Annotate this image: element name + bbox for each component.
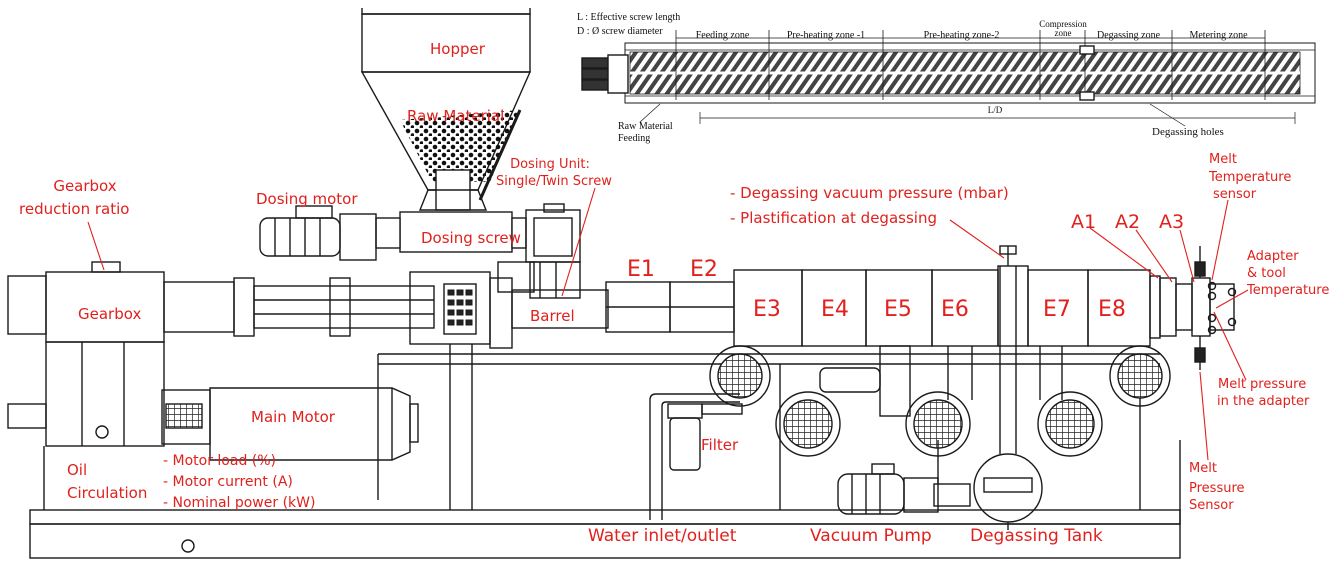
- vacuum-pump-unit: [837, 440, 971, 515]
- label-melt-pressure-adapter-1: Melt pressure: [1218, 377, 1307, 392]
- label-barrel: Barrel: [530, 307, 575, 325]
- dosing-unit: [497, 203, 581, 299]
- dosing-motor: [259, 205, 377, 261]
- screw-zone-compression: Compression zone: [1039, 19, 1087, 39]
- screw-ld-label: L/D: [987, 105, 1003, 115]
- annotation-leaders: [87, 187, 1249, 461]
- zone-label-e7: E7: [1043, 297, 1071, 322]
- label-oil-circulation-2: Circulation: [67, 484, 148, 502]
- zone-label-e3: E3: [753, 297, 781, 322]
- label-raw-material: Raw Material: [407, 107, 505, 125]
- screw-zone-metering: Metering zone: [1189, 30, 1248, 41]
- zone-label-a2: A2: [1115, 211, 1141, 233]
- label-adapter-1: Adapter: [1247, 249, 1299, 264]
- label-adapter-3: Temperature: [1247, 283, 1330, 298]
- label-degassing-tank: Degassing Tank: [970, 526, 1103, 546]
- label-adapter-2: & tool: [1247, 266, 1286, 281]
- label-gearbox: Gearbox: [78, 305, 142, 323]
- label-plastification: - Plastification at degassing: [730, 209, 937, 227]
- drive-shaft: [233, 271, 609, 510]
- label-vacuum-pump: Vacuum Pump: [810, 526, 932, 546]
- legend-l-definition: L : Effective screw length: [577, 12, 681, 23]
- zone-label-e8: E8: [1098, 297, 1126, 322]
- filter-unit: [649, 393, 743, 520]
- label-melt-pressure-sensor-3: Sensor: [1189, 498, 1234, 513]
- label-water-inlet-outlet: Water inlet/outlet: [588, 526, 737, 546]
- label-melt-temp-1: Melt: [1209, 152, 1237, 167]
- zone-label-e1: E1: [627, 257, 655, 282]
- zone-label-e5: E5: [884, 297, 912, 322]
- label-melt-pressure-adapter-2: in the adapter: [1217, 394, 1310, 409]
- label-motor-current: - Motor current (A): [163, 474, 293, 490]
- label-dosing-screw: Dosing screw: [421, 229, 521, 247]
- label-melt-pressure-sensor-2: Pressure: [1189, 481, 1245, 496]
- main-motor: [161, 387, 419, 461]
- label-filter: Filter: [701, 436, 739, 454]
- die-adapter-sensors: [1207, 281, 1237, 335]
- screw-raw-feeding-line1: Raw Material: [618, 121, 673, 132]
- machine-frame: [29, 353, 1181, 559]
- legend-d-definition: D : Ø screw diameter: [577, 26, 663, 37]
- label-dosing-unit-2: Single/Twin Screw: [496, 174, 612, 189]
- zone-label-e2: E2: [690, 257, 718, 282]
- screw-zone-degassing: Degassing zone: [1096, 30, 1161, 41]
- screw-schematic: [581, 30, 1316, 127]
- degassing-tank-unit: [973, 266, 1043, 530]
- label-gearbox-ratio-1: Gearbox: [53, 177, 117, 195]
- label-melt-temp-2: Temperature: [1209, 170, 1292, 185]
- hopper: [360, 8, 532, 253]
- label-motor-load: - Motor load (%): [163, 453, 277, 469]
- screw-raw-feeding-line2: Feeding: [618, 133, 651, 144]
- label-gearbox-ratio-2: reduction ratio: [19, 200, 130, 218]
- label-degassing-vacuum: - Degassing vacuum pressure (mbar): [730, 184, 1009, 202]
- zone-label-e4: E4: [821, 297, 849, 322]
- label-nominal-power: - Nominal power (kW): [163, 495, 316, 511]
- screw-zone-preheat-1: Pre-heating zone -1: [786, 30, 866, 41]
- label-dosing-motor: Dosing motor: [256, 190, 358, 208]
- label-melt-temp-3: sensor: [1213, 187, 1257, 202]
- zone-label-a1: A1: [1071, 211, 1097, 233]
- zone-label-a3: A3: [1159, 211, 1185, 233]
- screw-zone-feeding: Feeding zone: [695, 30, 750, 41]
- label-main-motor: Main Motor: [251, 408, 335, 426]
- screw-zone-preheat-2: Pre-heating zone-2: [923, 30, 1000, 41]
- cooling-fans: [709, 345, 1171, 457]
- zone-label-e6: E6: [941, 297, 969, 322]
- label-hopper: Hopper: [430, 40, 485, 58]
- screw-degassing-holes: Degassing holes: [1152, 126, 1224, 138]
- label-melt-pressure-sensor-1: Melt: [1189, 461, 1217, 476]
- label-dosing-unit-1: Dosing Unit:: [510, 157, 590, 172]
- gearbox: [7, 261, 235, 447]
- label-oil-circulation-1: Oil: [67, 461, 88, 479]
